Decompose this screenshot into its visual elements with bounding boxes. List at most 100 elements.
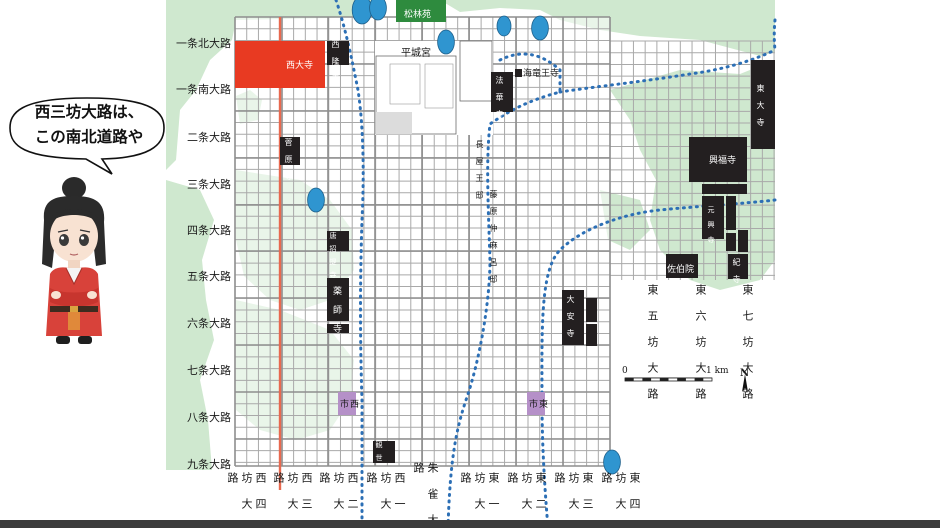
speech-bubble: 西三坊大路は、 この南北道路や (8, 96, 166, 175)
gangoji-right (738, 230, 748, 252)
jo-avenue-6: 六条大路 (187, 317, 231, 330)
daianji-label: 大 安 寺 (566, 295, 575, 337)
daianji-block (562, 290, 584, 345)
north-arrow (742, 374, 748, 392)
video-progress-bar[interactable] (0, 520, 940, 528)
palace-label: 平城宮 (401, 48, 431, 59)
speech-line-1: 西三坊大路は、 (34, 103, 144, 121)
saeki-label: 佐伯院 (667, 265, 695, 275)
scale-bar (624, 374, 748, 392)
pond-label: 松林苑 (404, 10, 432, 20)
kairyuoji-label: 海竜王寺 (523, 69, 560, 79)
west-market-label: 西 市 (338, 399, 358, 408)
jo-avenue-5: 五条大路 (187, 270, 231, 283)
saidaiji-label: 西大寺 (286, 61, 314, 71)
east-market-label: 東 市 (527, 399, 547, 408)
pond (603, 449, 621, 475)
daianji-annex-2 (586, 324, 597, 346)
scale-one: 1 km (706, 366, 729, 376)
pond (369, 0, 387, 21)
palace-wall (375, 55, 457, 135)
gangoji-low (726, 233, 736, 251)
sairyuji-block (327, 41, 349, 65)
bo-avenue-w3: 西 三 坊 大 路 (272, 472, 313, 510)
daigokuden (389, 63, 421, 105)
pond (496, 15, 512, 37)
palace-area (375, 40, 493, 135)
scale-segment (659, 378, 669, 381)
kairyuoji-block (515, 69, 522, 77)
pond (307, 187, 325, 213)
kidera-label: 紀 寺 (732, 258, 741, 283)
river-path (558, 48, 777, 94)
speech-bubble-shape (9, 97, 165, 175)
palace-shade (376, 112, 412, 134)
river-path (446, 52, 562, 528)
jo-avenue-1s: 一条南大路 (176, 83, 231, 96)
pond (531, 15, 549, 41)
speech-line-2: この南北道路や (34, 128, 144, 146)
gangoji-side (726, 196, 736, 230)
yakushiji-block (327, 278, 349, 321)
jo-avenue-7: 七条大路 (187, 364, 231, 377)
character-illustration (42, 177, 106, 344)
kofukuji-block (689, 137, 747, 182)
jo-avenue-3: 三条大路 (187, 178, 231, 191)
scale-segment (694, 378, 704, 381)
bo-avenue-e2: 東 二 坊 大 路 (506, 472, 547, 510)
scale-segment (642, 378, 652, 381)
bo-avenue-e4: 東 四 坊 大 路 (600, 472, 641, 510)
bo-avenue-e3: 東 三 坊 大 路 (553, 472, 594, 510)
sugawaradera-label: 菅 原 寺 (284, 138, 293, 180)
east-palace (459, 40, 493, 102)
pond (351, 0, 373, 25)
bo-avenue-e5: 東 五 坊 大 路 (646, 284, 659, 400)
north-mark: N (740, 368, 750, 379)
kanzeonji-label: 観 世 音 寺 (375, 441, 383, 486)
saeki-block (666, 254, 698, 278)
toshodaiji-block (327, 231, 349, 251)
kidera-block (728, 254, 748, 279)
nagaya-residence-label: 長 屋 王 邸 (475, 140, 484, 199)
bo-avenue-e1: 東 一 坊 大 路 (459, 472, 500, 510)
sugawaradera-block (280, 137, 300, 165)
scale-segment (677, 378, 686, 381)
gangoji-block-top (702, 184, 747, 194)
river-path (540, 198, 777, 528)
bo-avenue-w4: 西 四 坊 大 路 (226, 472, 267, 510)
green-area (166, 0, 380, 170)
gangoji-label: 元 興 寺 (707, 206, 715, 243)
sairyuji-label: 西 隆 寺 (331, 40, 340, 82)
hokkeji-block (491, 72, 513, 112)
jo-avenue-2: 二条大路 (187, 131, 231, 144)
west-market: 西 市 (338, 392, 358, 415)
rivers (334, 0, 777, 528)
east-market: 東 市 (527, 392, 547, 415)
scale-zero: 0 (622, 366, 628, 376)
speech-bubble-text: 西三坊大路は、 この南北道路や (20, 100, 158, 150)
yakushiji-annex (327, 324, 349, 333)
bo-avenue-e6: 東 六 坊 大 路 (694, 284, 707, 400)
river-path (772, 18, 777, 52)
scale-segment (625, 378, 634, 381)
hokkeji-label: 法 華 寺 (495, 76, 504, 118)
yakushiji-label: 薬 師 寺 (331, 286, 341, 333)
jo-avenue-9: 九条大路 (187, 458, 231, 471)
bo-avenue-suzaku: 朱 雀 大 路 (412, 462, 439, 526)
todaiji-label: 東 大 寺 (756, 84, 765, 126)
river-path (334, 0, 365, 528)
gangoji-block (702, 196, 724, 239)
chodoin (424, 63, 454, 109)
kanzeonji-block (373, 441, 395, 463)
jo-avenue-1n: 一条北大路 (176, 37, 231, 50)
toshodaiji-label: 唐 招 提 寺 (329, 232, 337, 277)
jo-avenue-4: 四条大路 (187, 224, 231, 237)
bo-avenue-e7: 東 七 坊 大 路 (741, 284, 754, 400)
fujiwara-residence-label: 藤 原 仲 麻 呂 邸 (489, 190, 498, 283)
saidaiji-block (235, 41, 325, 88)
pond (437, 29, 455, 55)
kofukuji-label: 興福寺 (709, 156, 737, 166)
shorinen-pond-area (396, 0, 446, 22)
